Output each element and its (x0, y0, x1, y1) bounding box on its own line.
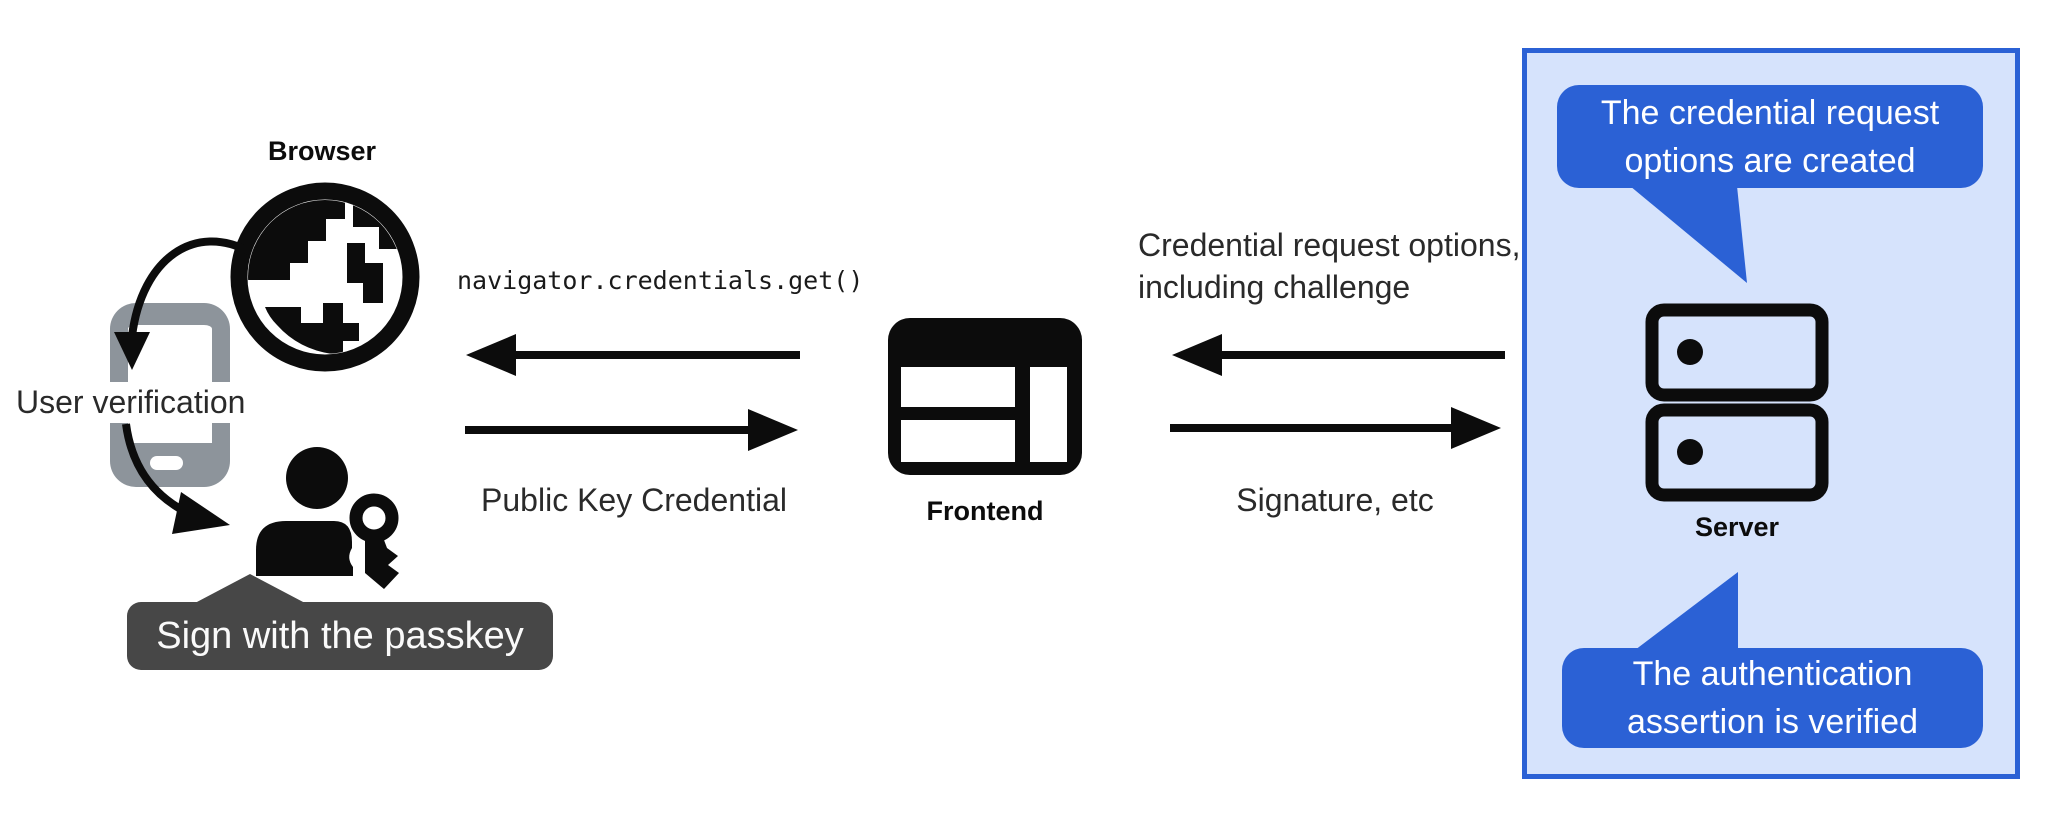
phone-home-bar (150, 456, 183, 470)
navigator-credentials-get-label: navigator.credentials.get() (457, 266, 864, 295)
public-key-credential-label: Public Key Credential (481, 482, 787, 518)
arrow-frontend-to-server (1170, 407, 1501, 449)
sign-with-passkey-tooltip: Sign with the passkey (127, 602, 553, 670)
arrow-browser-to-frontend (465, 409, 798, 451)
server-top-bubble-text: The credential request options are creat… (1600, 93, 1940, 180)
browser-globe-icon (230, 182, 420, 372)
tooltip-pointer (195, 574, 305, 603)
frontend-window-icon (888, 318, 1082, 475)
sign-with-passkey-text: Sign with the passkey (156, 614, 524, 657)
frontend-label: Frontend (926, 496, 1044, 526)
server-bottom-speech-bubble: The authentication assertion is verified (1562, 648, 1983, 748)
person-with-passkey-icon (256, 447, 399, 589)
server-label: Server (1694, 512, 1780, 542)
server-bottom-bubble-text: The authentication assertion is verified (1626, 655, 1918, 741)
user-verification-label: User verification (10, 382, 252, 423)
signature-etc-label: Signature, etc (1236, 482, 1434, 518)
server-top-speech-bubble: The credential request options are creat… (1557, 85, 1983, 188)
arrow-frontend-to-browser (466, 334, 800, 376)
browser-label: Browser (267, 136, 377, 166)
arrow-server-to-frontend (1172, 334, 1505, 376)
credential-request-options-label: Credential request options, including ch… (1138, 227, 1521, 305)
